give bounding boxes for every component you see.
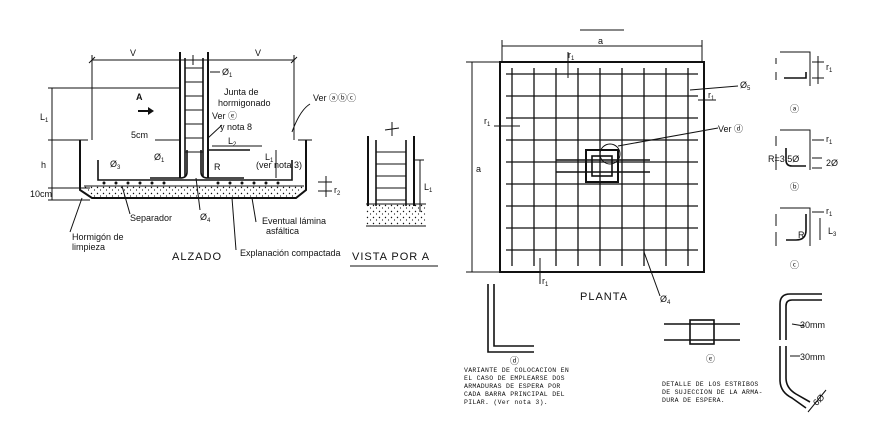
svg-text:VARIANTE DE COLOCACION EN: VARIANTE DE COLOCACION EN: [464, 367, 569, 374]
plan-r1-top: r1: [568, 50, 575, 62]
dim-30mm-top: 30mm: [800, 320, 825, 330]
plan-view: a a r1 r1 r1 r1 Ø5: [466, 29, 751, 306]
plan-ver-d: Ver ⓓ: [718, 124, 743, 134]
label-l1-right: L1: [265, 152, 274, 164]
svg-text:DURA DE ESPERA.: DURA DE ESPERA.: [662, 397, 725, 404]
nota-8-label: y nota 8: [220, 122, 252, 132]
dim-a-top: a: [598, 36, 603, 46]
view-a: L1 VISTA POR A: [350, 122, 438, 267]
detail-b-r35: R=3.5Ø: [768, 154, 799, 164]
ver-abc-label: Ver ⓐⓑⓒ: [313, 93, 356, 103]
dim-v-right: V: [255, 48, 261, 58]
junta-line-2: hormigonado: [218, 98, 271, 108]
arrow-label-a: A: [136, 92, 143, 102]
label-l2: L2: [228, 136, 237, 148]
explanacion-label: Explanación compactada: [240, 248, 341, 258]
hormigon-line-1: Hormigón de: [72, 232, 124, 242]
plan-column: [585, 149, 619, 183]
plan-phi5: Ø5: [740, 80, 751, 92]
label-phi3: Ø3: [110, 159, 121, 171]
detail-d: ⓓ VARIANTE DE COLOCACION EN EL CASO DE E…: [464, 284, 569, 406]
lamina-line-1: Eventual lámina: [262, 216, 326, 226]
detail-c-r: R: [798, 230, 805, 240]
detail-b-label: ⓑ: [790, 182, 799, 192]
view-a-footing: [366, 204, 426, 226]
separador-label: Separador: [130, 213, 172, 223]
footing-bottom-rebar: [97, 160, 293, 181]
plan-phi4: Ø4: [660, 294, 671, 306]
hook-detail-bottom: 30mm 6Ø: [779, 346, 826, 413]
svg-text:DE SUJECCION DE LA ARMA-: DE SUJECCION DE LA ARMA-: [662, 389, 763, 396]
svg-text:CADA BARRA PRINCIPAL DEL: CADA BARRA PRINCIPAL DEL: [464, 391, 565, 398]
detail-c-label: ⓒ: [790, 260, 799, 270]
label-h: h: [41, 160, 46, 170]
rebar-dots: [102, 181, 280, 185]
label-phi1-top: Ø1: [222, 67, 233, 79]
plan-r1-bottom: r1: [542, 276, 549, 288]
detail-b-r1: r1: [826, 134, 833, 146]
hook-detail-top: 30mm: [779, 293, 825, 340]
detail-b-2phi: 2Ø: [826, 158, 838, 168]
view-direction-arrow: [138, 107, 154, 115]
detail-c-r1: r1: [826, 206, 833, 218]
plan-r1-left: r1: [484, 116, 491, 128]
lean-concrete-layer: [84, 186, 304, 198]
elevation-title: ALZADO: [172, 251, 222, 263]
dim-v-left: V: [130, 48, 136, 58]
ver-e-label: Ver ⓔ: [212, 111, 237, 121]
svg-text:EL CASO DE EMPLEARSE DOS: EL CASO DE EMPLEARSE DOS: [464, 375, 565, 382]
svg-text:DETALLE DE LOS ESTRIBOS: DETALLE DE LOS ESTRIBOS: [662, 381, 759, 388]
view-a-stirrups: [376, 151, 406, 201]
plan-footing-outline: [499, 61, 705, 273]
detail-e: ⓔ DETALLE DE LOS ESTRIBOS DE SUJECCION D…: [662, 319, 763, 404]
detail-c: r1 R L3 ⓒ: [775, 206, 837, 270]
elevation-view: V V L1 h 10cm A: [30, 48, 356, 263]
detail-c-l3: L3: [828, 226, 837, 238]
view-a-title: VISTA POR A: [352, 251, 430, 263]
plan-r1-right: r1: [708, 90, 715, 102]
detail-e-label: ⓔ: [706, 354, 715, 364]
junta-line-1: Junta de: [224, 87, 259, 97]
label-5cm: 5cm: [131, 130, 148, 140]
detail-b: r1 R=3.5Ø 2Ø ⓑ: [768, 129, 838, 192]
svg-text:PILAR. (Ver nota 3).: PILAR. (Ver nota 3).: [464, 399, 548, 406]
label-phi4-elev: Ø4: [200, 212, 211, 224]
label-r: R: [214, 162, 221, 172]
svg-text:ARMADURAS DE ESPERA POR: ARMADURAS DE ESPERA POR: [464, 383, 561, 390]
label-phi1-mid: Ø1: [154, 152, 165, 164]
label-r2: r2: [334, 185, 341, 197]
label-l1: L1: [40, 112, 49, 124]
detail-d-label: ⓓ: [510, 356, 519, 366]
detail-a-label: ⓐ: [790, 104, 799, 114]
view-a-label-l1: L1: [424, 182, 433, 194]
column-stirrups: [185, 67, 203, 153]
note-variante: VARIANTE DE COLOCACION EN EL CASO DE EMP…: [464, 367, 569, 406]
lamina-line-2: asfáltica: [266, 226, 299, 236]
plan-rebar-grid: [506, 68, 698, 266]
detail-a-r1: r1: [826, 62, 833, 74]
plan-title: PLANTA: [580, 291, 628, 303]
dim-a-left: a: [476, 164, 481, 174]
note-detalle: DETALLE DE LOS ESTRIBOS DE SUJECCION DE …: [662, 381, 763, 404]
hormigon-line-2: limpieza: [72, 242, 105, 252]
ver-nota-3-label: (ver nota 3): [256, 160, 302, 170]
label-10cm: 10cm: [30, 189, 52, 199]
detail-a: r1 ⓐ: [775, 51, 833, 114]
dim-30mm-bottom: 30mm: [800, 352, 825, 362]
